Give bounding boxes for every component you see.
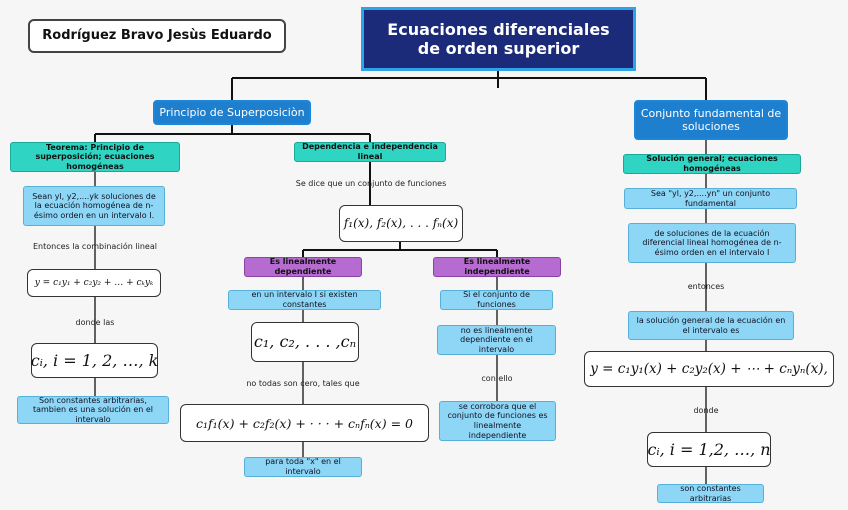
independent-header: Es linealmente independiente [433, 257, 561, 277]
se-dice-text: Se dice que un conjunto de funciones [295, 179, 447, 189]
dependence-header: Dependencia e independencia lineal [294, 142, 446, 162]
corrobora-box: se corrobora que el conjunto de funcione… [439, 401, 556, 441]
donde-text: donde las [75, 318, 115, 328]
main-title: Ecuaciones diferenciales de orden superi… [361, 7, 636, 71]
ci-formula: cᵢ, i = 1, 2, …, k [31, 343, 158, 378]
ci-n-formula: cᵢ, i = 1,2, …, n [647, 432, 771, 467]
con-ello-text: con ello [481, 374, 513, 384]
combination-formula: y = c₁y₁ + c₂y₂ + … + cₖyₖ [27, 269, 161, 297]
dependent-header: Es linealmente dependiente [244, 257, 362, 277]
functions-formula: f₁(x), f₂(x), . . . fₙ(x) [339, 205, 463, 242]
entonces-text: Entonces la combinación lineal [33, 242, 157, 252]
general-solution-header: Solución general; ecuaciones homogéneas [623, 154, 801, 174]
toda-x-box: para toda "x" en el intervalo [244, 457, 362, 477]
constants-box: Son constantes arbitrarias, tambien es u… [17, 396, 169, 424]
general-solution-box: la solución general de la ecuación en el… [628, 311, 794, 340]
donde-right-text: donde [693, 406, 719, 416]
sea-box: Sea "yl, y2,....yn" un conjunto fundamen… [624, 188, 797, 209]
no-es-box: no es linealmente dependiente en el inte… [437, 325, 556, 355]
intervalo-box: en un intervalo I si existen constantes [228, 290, 381, 310]
entonces-right-text: entonces [687, 282, 725, 292]
linear-combination-equation: c₁f₁(x) + c₂f₂(x) + · · · + cₙfₙ(x) = 0 [180, 404, 429, 442]
general-solution-formula: y = c₁y₁(x) + c₂y₂(x) + ⋯ + cₙyₙ(x), [584, 351, 834, 387]
constants-formula: c₁, c₂, . . . ,cₙ [251, 322, 359, 362]
arbitrary-constants-box: son constantes arbitrarias [657, 484, 764, 503]
sean-box: Sean yl, y2,....yk soluciones de la ecua… [23, 186, 165, 226]
superposition-header: Principio de Superposiciòn [153, 100, 311, 125]
no-cero-text: no todas son cero, tales que [246, 379, 360, 389]
de-soluciones-box: de soluciones de la ecuación diferencial… [628, 223, 796, 263]
author-name: Rodríguez Bravo Jesùs Eduardo [28, 19, 286, 53]
si-conjunto-box: Si el conjunto de funciones [440, 290, 553, 310]
fundamental-set-header: Conjunto fundamental de soluciones [634, 100, 788, 140]
theorem-box: Teorema: Principio de superposición; ecu… [10, 142, 180, 172]
